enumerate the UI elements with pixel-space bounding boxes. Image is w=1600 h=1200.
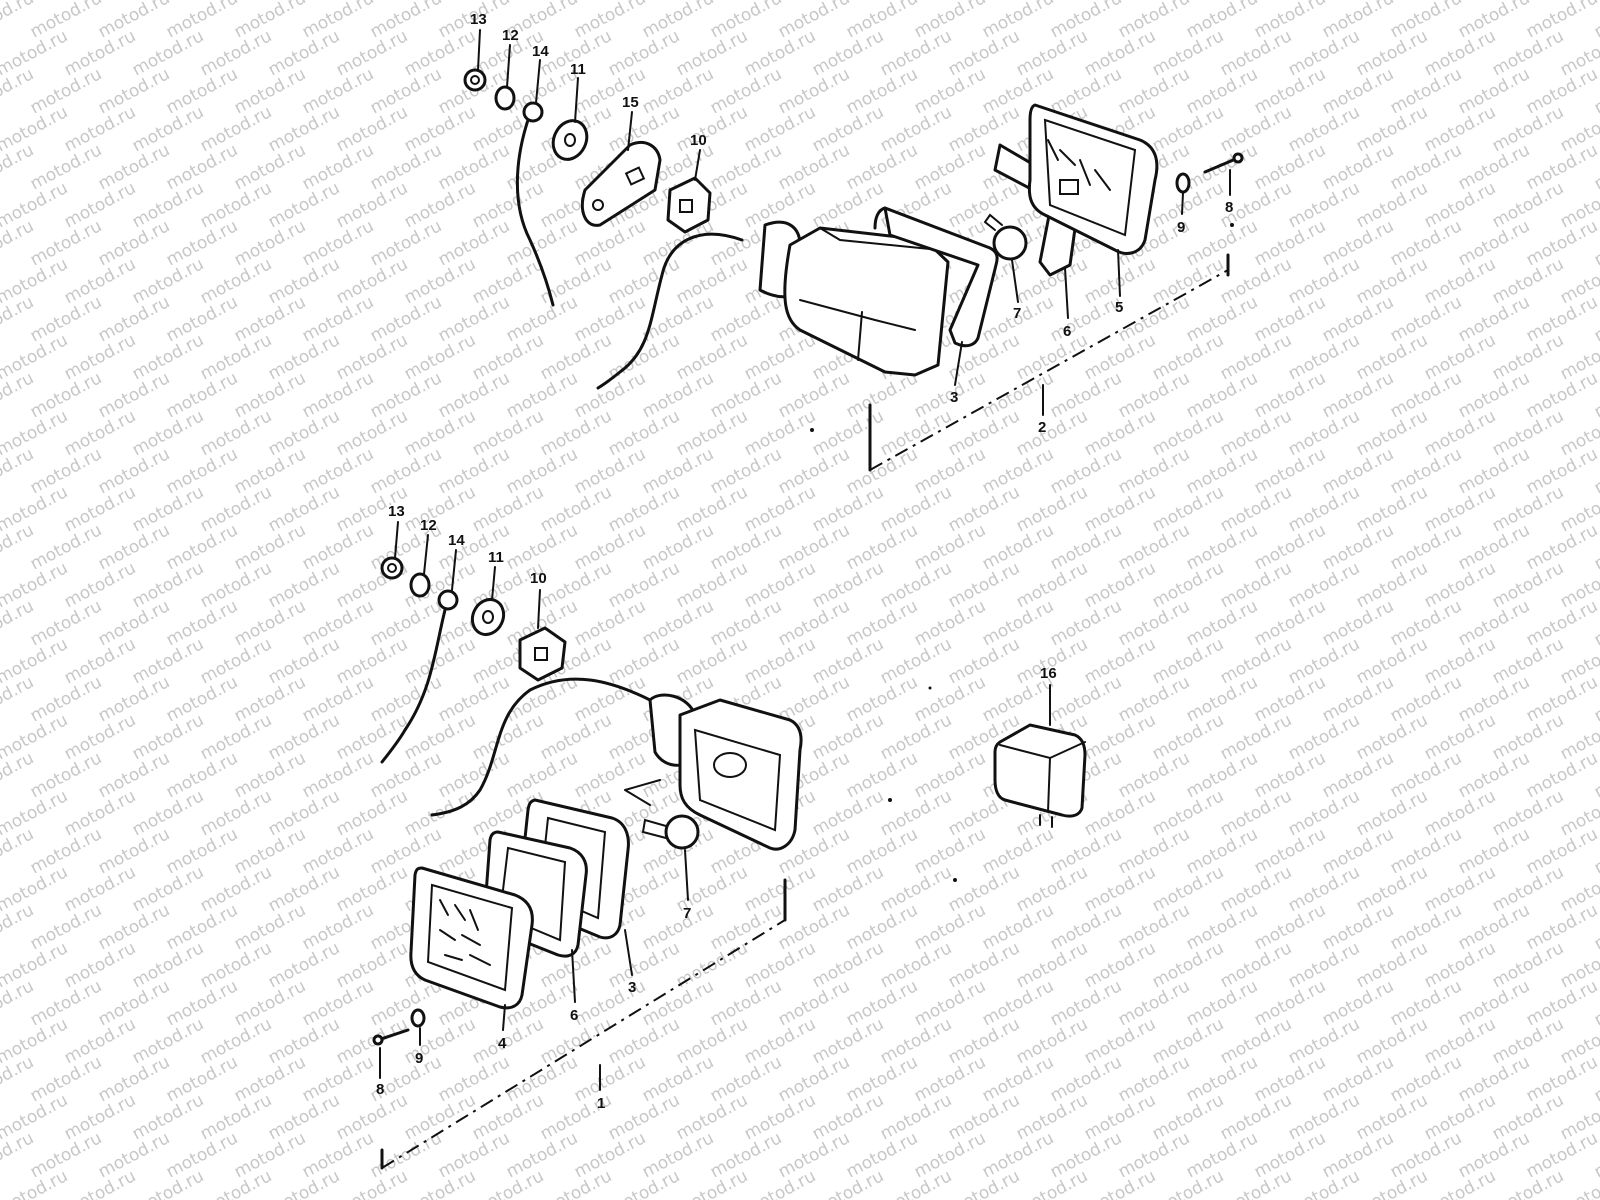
bracket-15-upper <box>580 140 662 227</box>
nut-13-upper <box>463 68 487 92</box>
label-13-upper: 13 <box>470 11 487 28</box>
lamp-wire-upper <box>596 232 744 390</box>
label-4-lower: 4 <box>498 1035 507 1052</box>
label-14-upper: 14 <box>532 43 549 60</box>
upper-turn-signal-assembly <box>463 68 1244 472</box>
label-3-lower: 3 <box>628 979 636 996</box>
label-2-upper: 2 <box>1038 419 1046 436</box>
scan-specks <box>810 223 1234 882</box>
washer-11-upper <box>551 119 589 161</box>
assembly-bracket-1 <box>381 919 786 1169</box>
screw-8-lower <box>372 1028 410 1046</box>
label-6-upper: 6 <box>1063 323 1071 340</box>
lock-washer-12-upper <box>494 85 516 111</box>
label-8-upper: 8 <box>1225 199 1233 216</box>
flasher-relay-16 <box>993 723 1087 828</box>
label-9-lower: 9 <box>415 1050 423 1067</box>
lower-turn-signal-assembly <box>372 556 803 1170</box>
label-7-upper: 7 <box>1013 305 1021 322</box>
label-9-upper: 9 <box>1177 219 1185 236</box>
assembly-bracket-2 <box>869 269 1229 471</box>
lower-labels: 13 12 14 11 10 7 3 6 4 9 8 1 <box>376 503 691 1112</box>
screw-8-upper <box>1203 152 1244 174</box>
bulb-7-lower <box>641 814 700 850</box>
label-13-lower: 13 <box>388 503 405 520</box>
label-6-lower: 6 <box>570 1007 578 1024</box>
label-11-upper: 11 <box>570 61 586 78</box>
lamp-housing-lower <box>624 693 803 851</box>
washer-11-lower <box>470 597 506 637</box>
leader-lines <box>379 29 1231 1091</box>
label-10-upper: 10 <box>690 132 707 149</box>
grommet-10-lower <box>518 626 567 682</box>
bulb-7-upper <box>983 213 1028 261</box>
ground-wire-14-lower <box>380 589 459 764</box>
upper-labels: 13 12 14 11 15 10 3 7 6 5 9 8 2 <box>470 11 1233 436</box>
label-14-lower: 14 <box>448 532 465 549</box>
nut-13-lower <box>380 556 404 580</box>
label-10-lower: 10 <box>530 570 547 587</box>
label-12-lower: 12 <box>420 517 437 534</box>
label-11-lower: 11 <box>488 549 504 566</box>
label-8-lower: 8 <box>376 1081 384 1098</box>
label-5-upper: 5 <box>1115 299 1123 316</box>
lens-5-upper <box>1027 103 1159 255</box>
washer-9-upper <box>1175 172 1191 194</box>
washer-9-lower <box>410 1008 426 1028</box>
label-16-relay: 16 <box>1040 665 1057 682</box>
label-3-upper: 3 <box>950 389 958 406</box>
label-15-upper: 15 <box>622 94 639 111</box>
lamp-wire-lower <box>430 677 652 817</box>
label-7-lower: 7 <box>683 905 691 922</box>
label-12-upper: 12 <box>502 27 519 44</box>
ground-wire-14-upper <box>515 101 555 307</box>
label-1-lower: 1 <box>597 1095 605 1112</box>
lamp-housing-upper <box>758 220 950 377</box>
lock-washer-12-lower <box>409 572 431 598</box>
watermark-text: motod.ru <box>0 1166 3 1200</box>
lens-4-lower <box>409 866 534 1010</box>
